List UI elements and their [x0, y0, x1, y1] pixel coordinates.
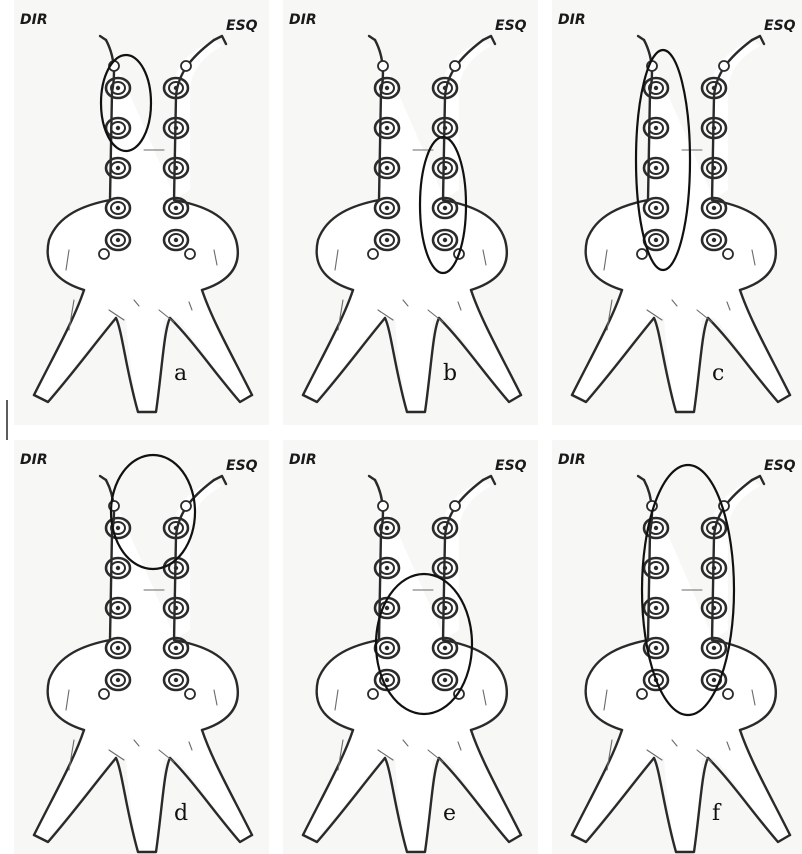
- label-left-side: ESQ: [764, 458, 796, 474]
- small-teat-lower-right: [368, 249, 378, 259]
- small-teat-upper-left: [450, 501, 460, 511]
- panel-letter: a: [174, 361, 187, 386]
- small-teat-upper-right: [378, 61, 388, 71]
- panel-letter: b: [443, 361, 457, 386]
- panel-letter: d: [174, 801, 188, 826]
- small-teat-lower-left: [185, 249, 195, 259]
- label-right-side: DIR: [289, 12, 317, 28]
- small-teat-upper-left: [719, 61, 729, 71]
- label-right-side: DIR: [289, 452, 317, 468]
- label-right-side: DIR: [558, 12, 586, 28]
- small-teat-upper-left: [181, 501, 191, 511]
- panel-a: DIR ESQ a: [14, 0, 269, 425]
- small-teat-lower-right: [99, 689, 109, 699]
- label-left-side: ESQ: [495, 18, 527, 34]
- label-left-side: ESQ: [226, 458, 258, 474]
- panel-c: DIR ESQ c: [552, 0, 802, 425]
- small-teat-upper-left: [450, 61, 460, 71]
- panel-e: DIR ESQ e: [283, 440, 538, 854]
- small-teat-upper-left: [181, 61, 191, 71]
- label-right-side: DIR: [20, 452, 48, 468]
- small-teat-lower-left: [723, 689, 733, 699]
- small-teat-lower-right: [637, 689, 647, 699]
- panel-letter: c: [712, 361, 724, 386]
- label-left-side: ESQ: [764, 18, 796, 34]
- label-right-side: DIR: [558, 452, 586, 468]
- panel-d: DIR ESQ d: [14, 440, 269, 854]
- small-teat-lower-left: [185, 689, 195, 699]
- small-teat-lower-left: [723, 249, 733, 259]
- label-right-side: DIR: [20, 12, 48, 28]
- small-teat-upper-right: [378, 501, 388, 511]
- small-teat-lower-right: [637, 249, 647, 259]
- panel-letter: e: [443, 801, 456, 826]
- panel-b: DIR ESQ b: [283, 0, 538, 425]
- label-left-side: ESQ: [495, 458, 527, 474]
- label-left-side: ESQ: [226, 18, 258, 34]
- small-teat-lower-right: [368, 689, 378, 699]
- small-teat-lower-right: [99, 249, 109, 259]
